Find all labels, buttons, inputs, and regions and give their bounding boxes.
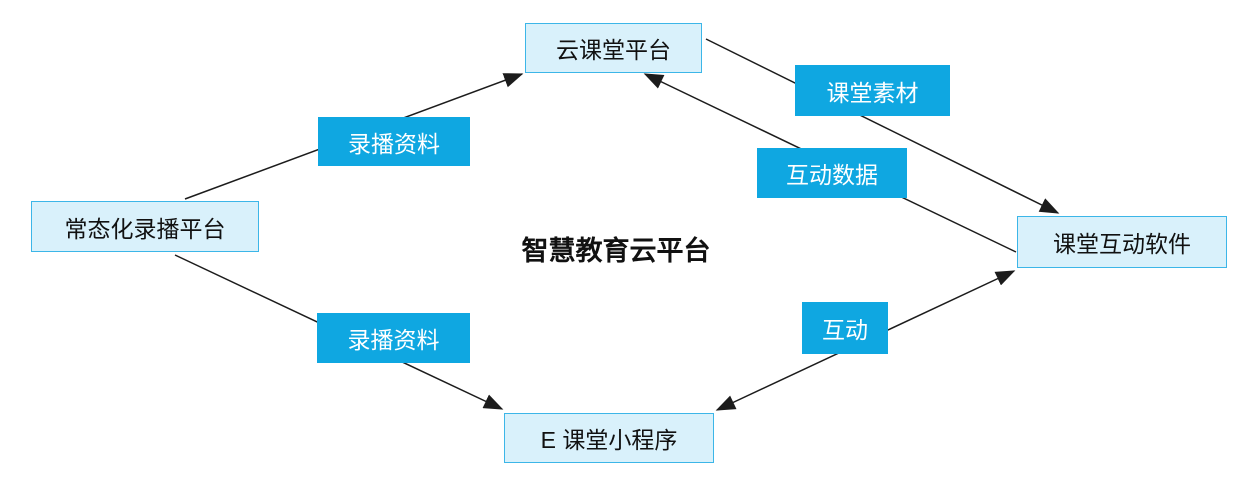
arrow-cloud-to-interactive [705, 38, 1060, 214]
edge-label-interaction-data: 互动数据 [757, 148, 907, 198]
node-classroom-interaction-software: 课堂互动软件 [1017, 216, 1227, 268]
node-normalized-recording-platform: 常态化录播平台 [31, 201, 259, 252]
edge-label-recording-data-bottom: 录播资料 [317, 313, 470, 363]
edge-label-recording-data-top: 录播资料 [318, 117, 470, 166]
edge-label-interaction: 互动 [802, 302, 888, 354]
edge-label-classroom-materials: 课堂素材 [795, 65, 950, 116]
diagram-title: 智慧教育云平台 [521, 236, 711, 266]
node-e-classroom-mini-program: E 课堂小程序 [504, 413, 714, 463]
node-cloud-classroom-platform: 云课堂平台 [525, 23, 702, 73]
